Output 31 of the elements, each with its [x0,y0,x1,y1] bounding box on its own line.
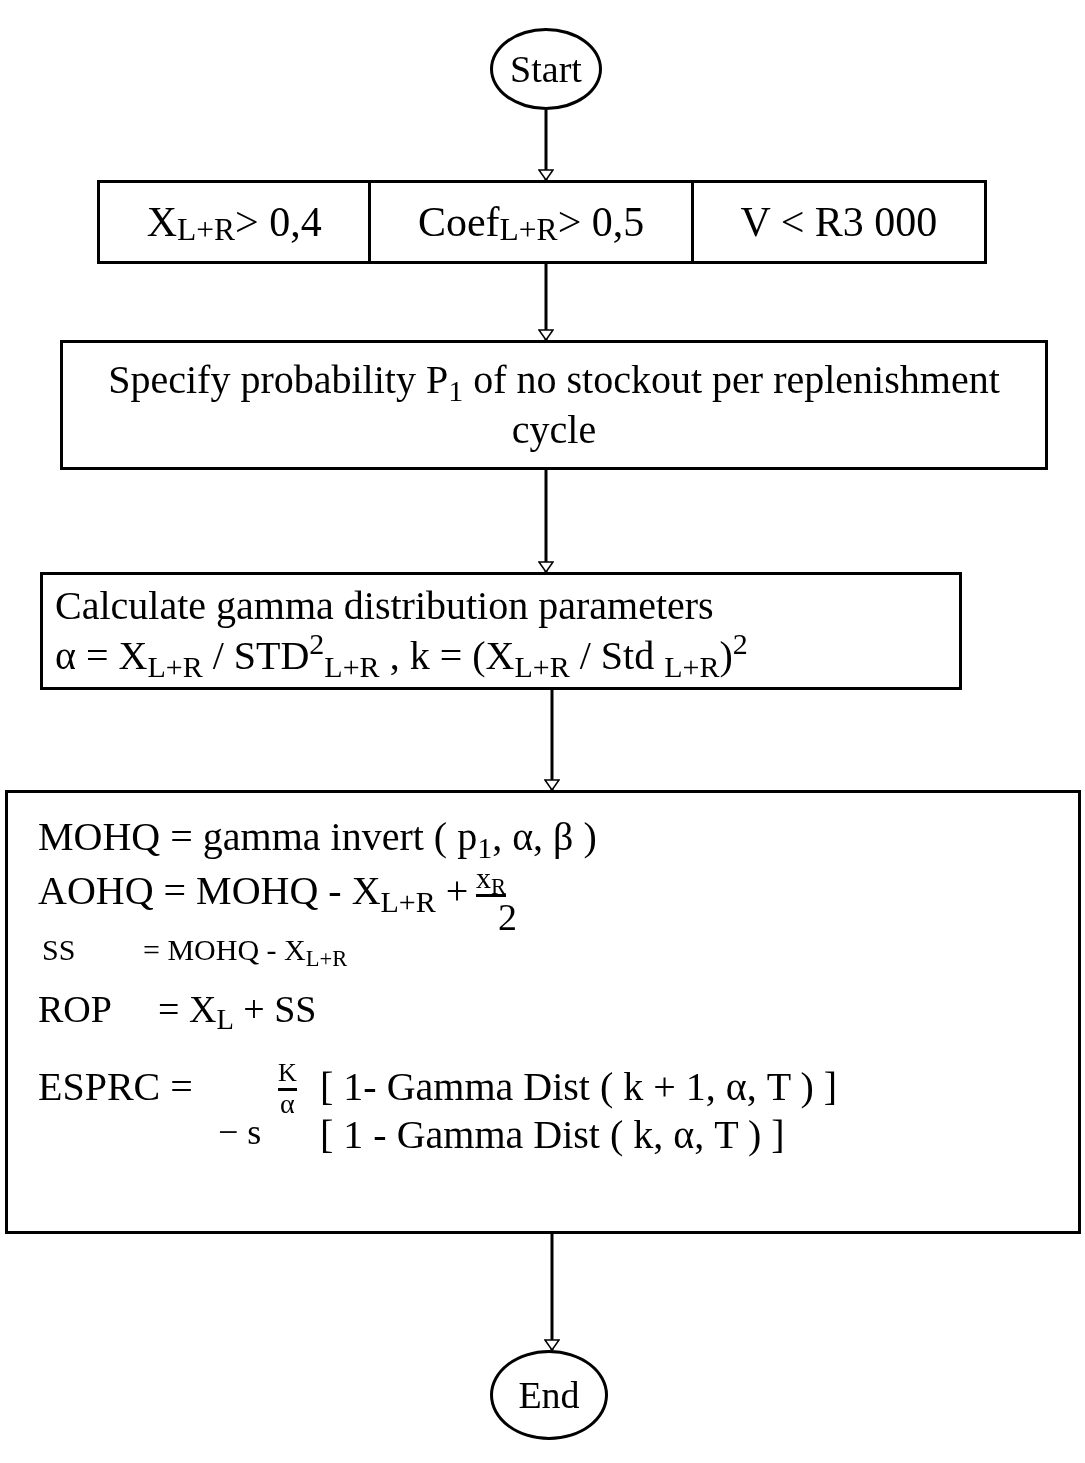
formula-box [5,790,1081,1234]
formula-text: K [278,1059,297,1091]
condition-text: Coef$_{L+R}$> 0,5 [368,183,691,261]
formula-text: α [280,1089,295,1120]
formula-text: [ 1 - Gamma Dist ( k, α, T ) ] [320,1113,785,1157]
arrow [538,264,554,341]
formula-text: ESPRC = [38,1065,193,1109]
process-text: Calculate gamma distribution parameters [55,582,714,630]
formula-text: ROP [38,989,112,1031]
formula-text: AOHQ = MOHQ - X$_{L+R}$ + [38,869,469,913]
formula-text: x$_{R}$ [476,861,506,897]
formula-text: 2 [498,897,517,939]
terminal-label: End [518,1376,580,1414]
formula-text: MOHQ = gamma invert ( p$_{1}$, α, β ) [38,815,597,859]
process-text: α = X$_{L+R}$ / STD$^{2}$$_{L+R}$ , k = (X$_{L+R}$ / Std $_{L+R}$)$^{2}$ [55,631,748,681]
arrow [544,1234,560,1351]
terminal-label: Start [510,50,582,88]
formula-text: [ 1- Gamma Dist ( k + 1, α, T ) ] [320,1065,838,1109]
arrow [538,470,554,573]
condition-text: V < R3 000 [690,183,984,261]
arrow [538,110,554,181]
formula-text: = X$_{L}$ + SS [158,989,317,1031]
formula-text: = MOHQ - X$_{L+R}$ [143,933,348,966]
condition-box [97,180,987,264]
process-box [40,572,962,690]
formula-text: − s [218,1113,262,1153]
process-box [60,340,1048,470]
formula-text: SS [42,933,76,966]
arrow [544,690,560,791]
process-text: Specify probability P$_{1}$ of no stockout per replenishment cycle [107,356,1001,454]
condition-text: X$_{L+R}$> 0,4 [145,197,323,249]
